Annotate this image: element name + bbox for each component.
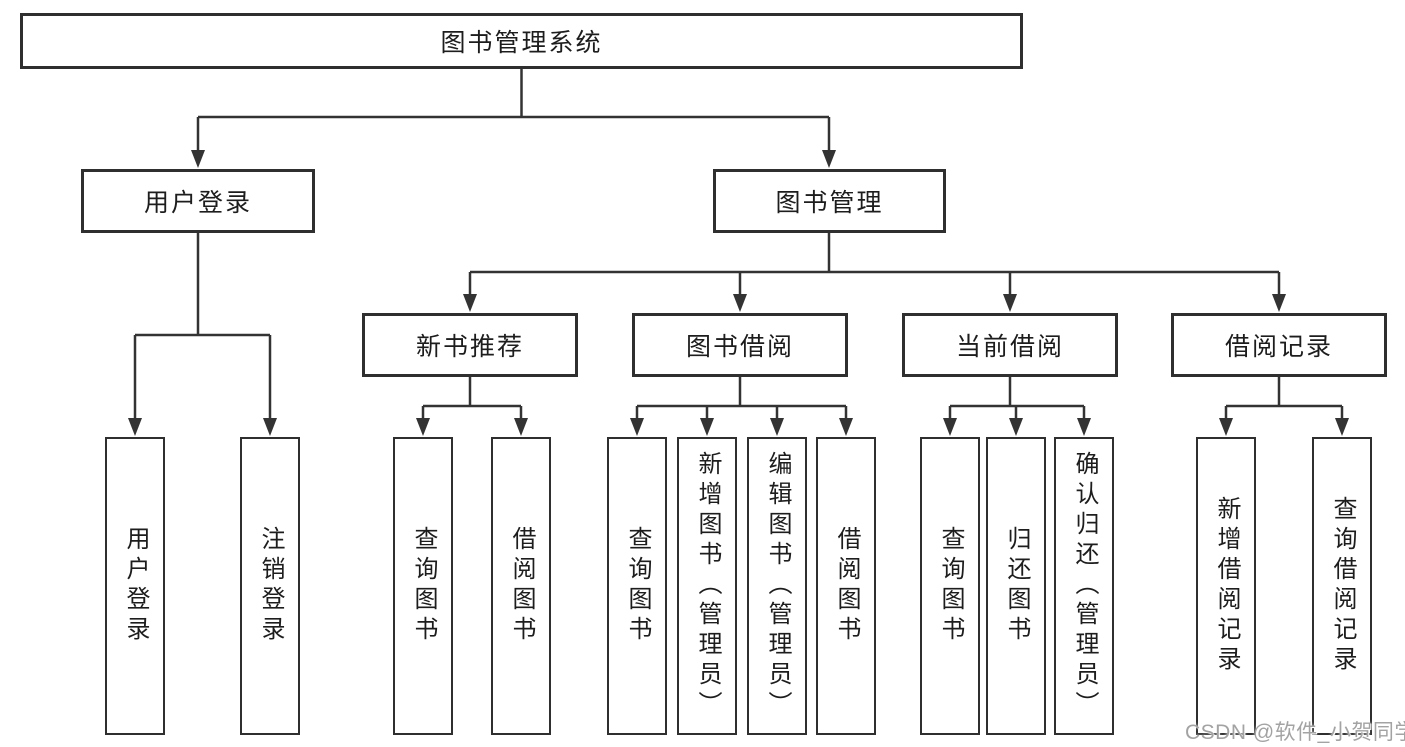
connector-mgmt-to-level3 — [468, 233, 1281, 296]
arrowheads-level3 — [463, 294, 1286, 312]
node-book-borrow: 图书借阅 — [632, 313, 848, 377]
leaf-confirm-return-admin: 确认归还（管理员） — [1054, 437, 1114, 735]
node-system-root: 图书管理系统 — [20, 13, 1023, 69]
leaf-add-book-admin: 新增图书（管理员） — [677, 437, 737, 735]
arrowheads-level2 — [191, 150, 836, 168]
node-current-borrow: 当前借阅 — [902, 313, 1118, 377]
connector-level3-to-leaves — [421, 377, 1344, 420]
connector-login-to-leaves — [133, 233, 272, 420]
leaf-query-books-recommend: 查询图书 — [393, 437, 453, 735]
leaf-return-book: 归还图书 — [986, 437, 1046, 735]
node-new-book-recommend: 新书推荐 — [362, 313, 578, 377]
leaf-add-borrow-record: 新增借阅记录 — [1196, 437, 1256, 735]
connector-root-to-level2 — [196, 69, 831, 152]
node-user-login: 用户登录 — [81, 169, 315, 233]
leaf-user-login: 用户登录 — [105, 437, 165, 735]
node-book-management: 图书管理 — [713, 169, 946, 233]
leaf-borrow-books-recommend: 借阅图书 — [491, 437, 551, 735]
leaf-logout: 注销登录 — [240, 437, 300, 735]
csdn-watermark: CSDN @软件_小贺同学 — [1185, 721, 1405, 744]
leaf-query-books-borrow: 查询图书 — [607, 437, 667, 735]
leaf-query-books-current: 查询图书 — [920, 437, 980, 735]
leaf-edit-book-admin: 编辑图书（管理员） — [747, 437, 807, 735]
leaf-query-borrow-record: 查询借阅记录 — [1312, 437, 1372, 735]
arrowheads-leaves — [128, 418, 1349, 436]
node-borrow-records: 借阅记录 — [1171, 313, 1387, 377]
leaf-borrow-books: 借阅图书 — [816, 437, 876, 735]
